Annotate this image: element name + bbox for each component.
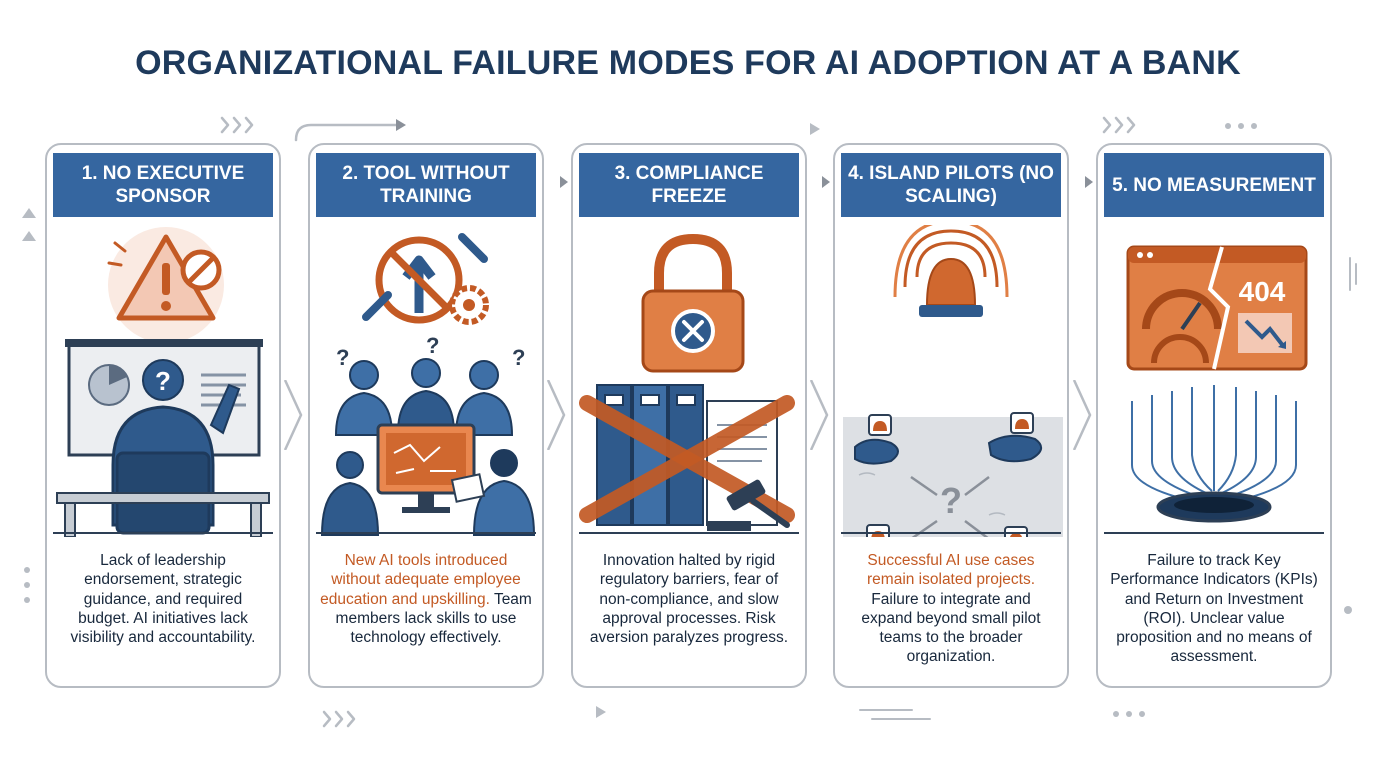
- card-heading: 5. NO MEASUREMENT: [1104, 153, 1324, 217]
- page-title: ORGANIZATIONAL FAILURE MODES FOR AI ADOP…: [135, 44, 1241, 82]
- divider: [579, 532, 799, 534]
- svg-text:?: ?: [155, 366, 171, 396]
- svg-text:?: ?: [336, 345, 349, 370]
- card-description: Successful AI use cases remain isolated …: [845, 551, 1057, 667]
- island: [854, 434, 1042, 465]
- data-drain-icon: [1131, 385, 1297, 523]
- svg-text:?: ?: [426, 333, 439, 358]
- card-description: New AI tools introduced without adequate…: [320, 551, 532, 647]
- seated-figures: [320, 449, 536, 536]
- failure-card-compliance-freeze: 3. COMPLIANCE FREEZE: [571, 143, 807, 688]
- card-description: Failure to track Key Performance Indicat…: [1108, 551, 1320, 667]
- failure-card-island-pilots: 4. ISLAND PILOTS (NO SCALING): [833, 143, 1069, 688]
- card-description: Innovation halted by rigid regulatory ba…: [583, 551, 795, 647]
- alarm-light-icon: [893, 225, 1009, 317]
- chevron-connector-icon: [809, 380, 829, 450]
- failure-card-tool-without-training: 2. TOOL WITHOUT TRAINING ? ? ?: [308, 143, 544, 688]
- card-heading: 4. ISLAND PILOTS (NO SCALING): [841, 153, 1061, 217]
- card-heading: 1. NO EXECUTIVE SPONSOR: [53, 153, 273, 217]
- broken-dashboard-illustration: 404: [1126, 245, 1308, 523]
- computer-monitor: [376, 423, 476, 513]
- failure-card-executive-sponsor: 1. NO EXECUTIVE SPONSOR ?: [45, 143, 281, 688]
- svg-text:?: ?: [512, 345, 525, 370]
- sea-map: ?: [843, 412, 1063, 537]
- card-heading: 3. COMPLIANCE FREEZE: [579, 153, 799, 217]
- divider: [53, 532, 273, 534]
- chevron-connector-icon: [546, 380, 566, 450]
- warning-triangle-icon: [107, 227, 224, 343]
- padlock-icon: [641, 233, 745, 373]
- broken-dashboard-icon: 404: [1126, 245, 1308, 371]
- divider: [316, 532, 536, 534]
- card-body: Failure to track Key Performance Indicat…: [1110, 552, 1318, 666]
- isolated-pilots-map-illustration: ?: [843, 225, 1063, 537]
- chevron-connector-icon: [1072, 380, 1092, 450]
- no-upgrade-tools-icon: [362, 233, 489, 325]
- compliance-freeze-illustration: [579, 233, 795, 531]
- chevron-connector-icon: [283, 380, 303, 450]
- divider: [1104, 532, 1324, 534]
- error-code: 404: [1239, 276, 1286, 307]
- conference-table: [56, 492, 270, 537]
- card-body: Team members lack skills to use technolo…: [335, 590, 532, 647]
- untrained-team-illustration: ? ? ?: [320, 233, 536, 536]
- failure-card-no-measurement: 5. NO MEASUREMENT 404 Failure to t: [1096, 143, 1332, 688]
- gavel-icon: [707, 479, 790, 531]
- card-heading: 2. TOOL WITHOUT TRAINING: [316, 153, 536, 217]
- executive-presentation-illustration: ?: [56, 227, 270, 537]
- divider: [841, 532, 1061, 534]
- svg-text:?: ?: [940, 480, 962, 521]
- card-body: Lack of leadership endorsement, strategi…: [70, 552, 256, 647]
- card-description: Lack of leadership endorsement, strategi…: [57, 551, 269, 647]
- card-highlight: Successful AI use cases remain isolated …: [867, 552, 1035, 589]
- card-body: Innovation halted by rigid regulatory ba…: [589, 552, 789, 647]
- card-highlight: New AI tools introduced without adequate…: [320, 552, 521, 608]
- card-body: Failure to integrate and expand beyond s…: [861, 590, 1041, 666]
